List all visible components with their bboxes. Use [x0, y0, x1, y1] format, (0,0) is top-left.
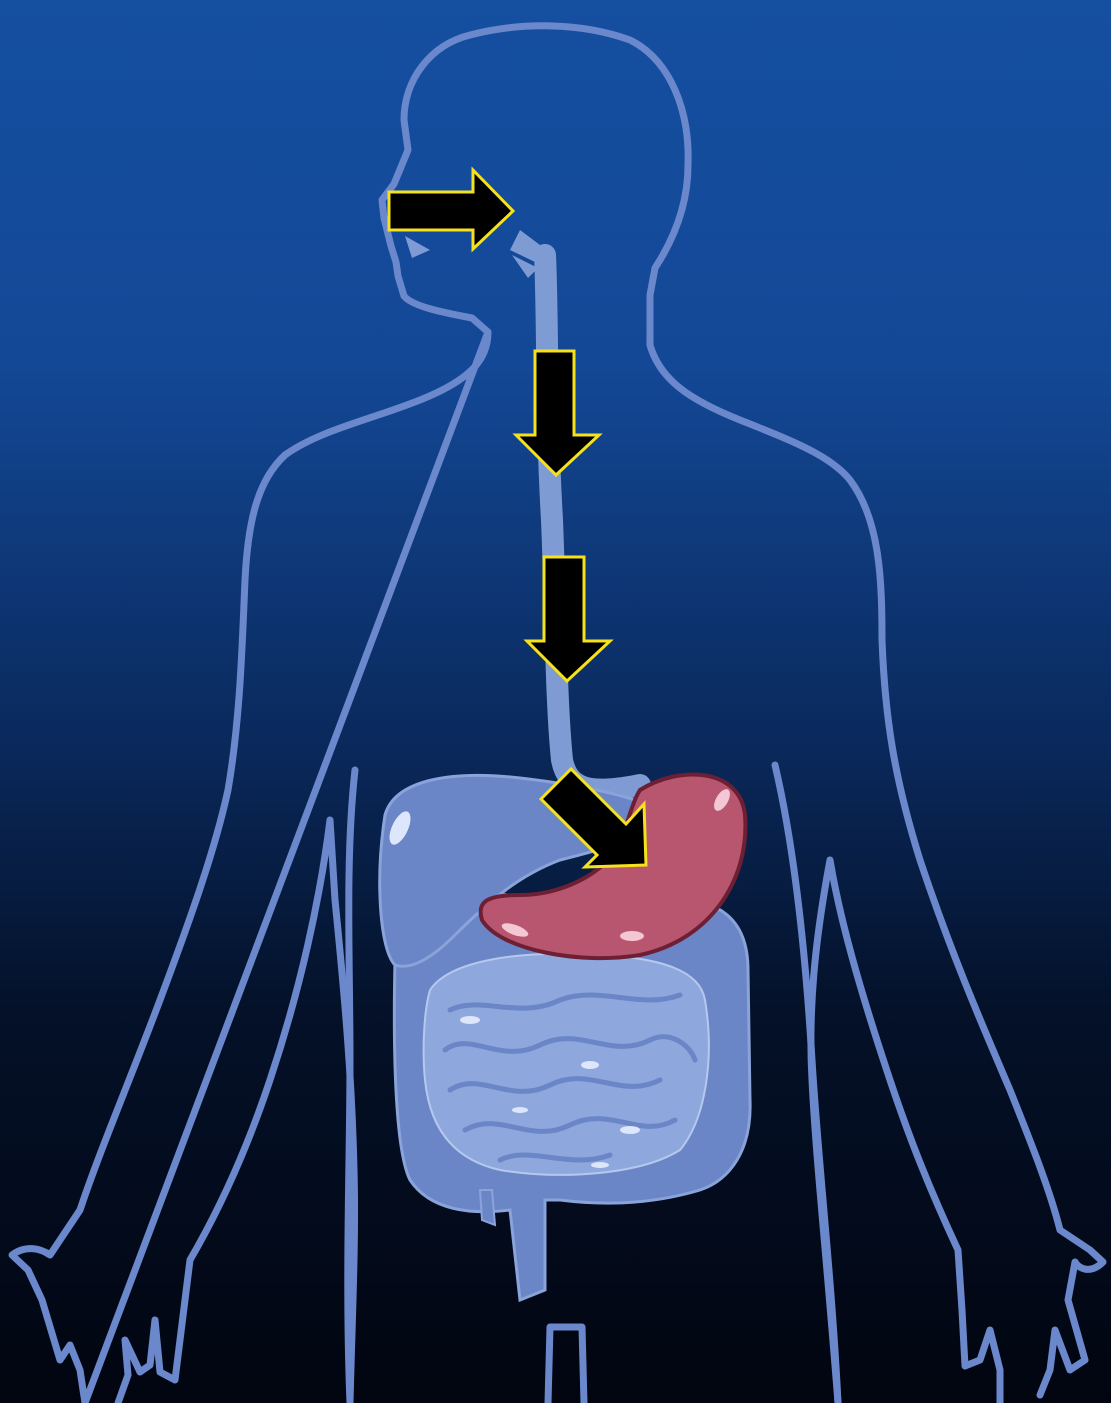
small-intestine — [424, 954, 709, 1175]
